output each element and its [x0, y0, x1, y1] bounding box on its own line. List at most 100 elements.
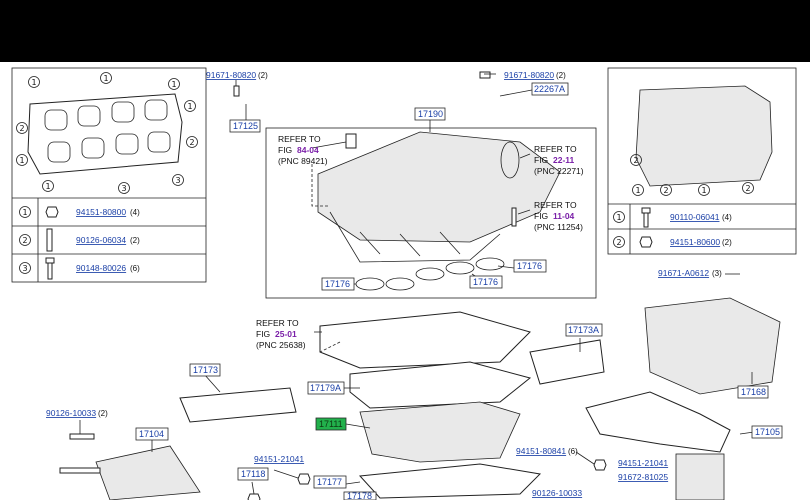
callout-94151-21041-left[interactable]: 94151-21041: [254, 454, 304, 464]
svg-text:(4): (4): [722, 213, 732, 222]
svg-text:17179A: 17179A: [310, 383, 341, 393]
svg-text:(4): (4): [130, 208, 140, 217]
ref-11-04[interactable]: REFER TO FIG 11-04 (PNC 11254): [534, 200, 583, 232]
svg-text:17105: 17105: [755, 427, 780, 437]
svg-text:17176: 17176: [325, 279, 350, 289]
callout-91671-a0612[interactable]: 91671-A0612 (3): [658, 268, 722, 278]
callout-17173[interactable]: 17173: [189, 363, 221, 377]
svg-text:1: 1: [702, 186, 707, 195]
svg-text:1: 1: [23, 208, 28, 217]
svg-text:(2): (2): [556, 71, 566, 80]
svg-text:22267A: 22267A: [534, 84, 565, 94]
svg-text:84-04: 84-04: [297, 145, 319, 155]
right-inset-manifold: [635, 85, 773, 187]
heat-shield-17168: [644, 297, 781, 395]
callout-17104[interactable]: 17104: [135, 427, 169, 441]
upper-plate: [319, 311, 531, 369]
callout-17176-a[interactable]: 17176: [513, 259, 547, 273]
callout-17168[interactable]: 17168: [737, 385, 769, 399]
callout-91671-80820-right[interactable]: 91671-80820 (2): [504, 70, 566, 80]
svg-text:91672-81025: 91672-81025: [618, 472, 668, 482]
svg-text:2: 2: [634, 156, 639, 165]
svg-text:FIG: FIG: [534, 155, 548, 165]
callout-94151-21041-right[interactable]: 94151-21041: [618, 458, 668, 468]
svg-text:FIG: FIG: [278, 145, 292, 155]
ref-22-11[interactable]: REFER TO FIG 22-11 (PNC 22271): [534, 144, 584, 176]
callout-90126-10033-bottom[interactable]: 90126-10033: [532, 488, 582, 498]
right-legend: 1 90110-06041 (4) 2 94151-80600 (2): [613, 207, 732, 248]
svg-text:1: 1: [188, 102, 193, 111]
callout-17125[interactable]: 17125: [229, 119, 261, 133]
gasket-17173-shape: [179, 387, 297, 423]
callout-22267a[interactable]: 22267A: [531, 82, 569, 96]
callout-17190[interactable]: 17190: [414, 107, 446, 121]
parts-diagram: 1 1 1 1 2 1 2 1 3 3 1 94151-80800 (4) 2 …: [0, 62, 810, 500]
legend-left-code-2[interactable]: 90126-06034: [76, 235, 126, 245]
svg-text:(2): (2): [258, 71, 268, 80]
lower-manifold: [359, 401, 521, 463]
svg-text:3: 3: [122, 184, 127, 193]
stud-left-2: [59, 467, 101, 474]
intake-assembly-box: [265, 127, 597, 299]
svg-text:2: 2: [617, 238, 622, 247]
callout-94151-80841[interactable]: 94151-80841 (6): [516, 446, 578, 456]
right-exhaust-manifold: [585, 391, 731, 453]
svg-text:(PNC 11254): (PNC 11254): [534, 222, 583, 232]
left-inset-markers: 1 1 1 1 2 1 2 1 3 3: [16, 72, 198, 194]
legend-right-code-1[interactable]: 90110-06041: [670, 212, 720, 222]
callout-91672-81025[interactable]: 91672-81025: [618, 472, 668, 482]
callout-17176-c[interactable]: 17176: [469, 275, 503, 289]
callout-17105[interactable]: 17105: [751, 425, 783, 439]
diagram-svg: 1 1 1 1 2 1 2 1 3 3 1 94151-80800 (4) 2 …: [11, 67, 797, 500]
oring-part: [500, 141, 520, 179]
callout-90126-10033-left[interactable]: 90126-10033 (2): [46, 408, 108, 418]
ref-25-01[interactable]: REFER TO FIG 25-01 (PNC 25638): [256, 318, 306, 350]
svg-text:17178: 17178: [347, 491, 372, 500]
svg-text:17190: 17190: [418, 109, 443, 119]
svg-text:2: 2: [20, 124, 25, 133]
svg-text:1: 1: [32, 78, 37, 87]
legend-left-code-1[interactable]: 94151-80800: [76, 207, 126, 217]
callout-17173a[interactable]: 17173A: [565, 323, 603, 337]
callout-17118[interactable]: 17118: [237, 467, 269, 481]
svg-text:17168: 17168: [741, 387, 766, 397]
legend-right-code-2[interactable]: 94151-80600: [670, 237, 720, 247]
svg-text:2: 2: [190, 138, 195, 147]
svg-text:17176: 17176: [473, 277, 498, 287]
svg-text:(3): (3): [712, 269, 722, 278]
callout-17177[interactable]: 17177: [313, 475, 347, 489]
svg-text:(6): (6): [130, 264, 140, 273]
callout-17178[interactable]: 17178: [343, 491, 377, 500]
callout-91671-80820-left[interactable]: 91671-80820 (2): [206, 70, 268, 80]
callout-17176-b[interactable]: 17176: [321, 277, 355, 291]
svg-text:FIG: FIG: [256, 329, 270, 339]
callout-17179a[interactable]: 17179A: [307, 381, 345, 395]
svg-text:2: 2: [23, 236, 28, 245]
svg-text:3: 3: [23, 264, 28, 273]
svg-text:17125: 17125: [233, 121, 258, 131]
svg-text:94151-21041: 94151-21041: [618, 458, 668, 468]
gasket-17177-shape: [358, 463, 542, 499]
svg-text:(PNC 25638): (PNC 25638): [256, 340, 306, 350]
legend-left-code-3[interactable]: 90148-80026: [76, 263, 126, 273]
svg-text:(PNC 89421): (PNC 89421): [278, 156, 328, 166]
left-legend: 1 94151-80800 (4) 2 90126-06034 (2) 3 90…: [19, 206, 140, 280]
svg-text:2: 2: [746, 184, 751, 193]
top-black-bar: [0, 0, 810, 62]
svg-text:(2): (2): [130, 236, 140, 245]
gasket-17173a-shape: [529, 339, 605, 385]
svg-text:91671-A0612: 91671-A0612: [658, 268, 709, 278]
ref-84-04[interactable]: REFER TO FIG 84-04 (PNC 89421): [278, 134, 328, 166]
svg-text:3: 3: [176, 176, 181, 185]
svg-text:2: 2: [664, 186, 669, 195]
svg-text:(6): (6): [568, 447, 578, 456]
svg-text:1: 1: [46, 182, 51, 191]
stud-left: [69, 433, 95, 440]
svg-text:17176: 17176: [517, 261, 542, 271]
svg-text:FIG: FIG: [534, 211, 548, 221]
svg-text:REFER TO: REFER TO: [534, 200, 577, 210]
svg-text:11-04: 11-04: [553, 211, 575, 221]
svg-text:1: 1: [104, 74, 109, 83]
callout-17111[interactable]: 17111: [315, 417, 347, 431]
svg-text:90126-10033: 90126-10033: [46, 408, 96, 418]
